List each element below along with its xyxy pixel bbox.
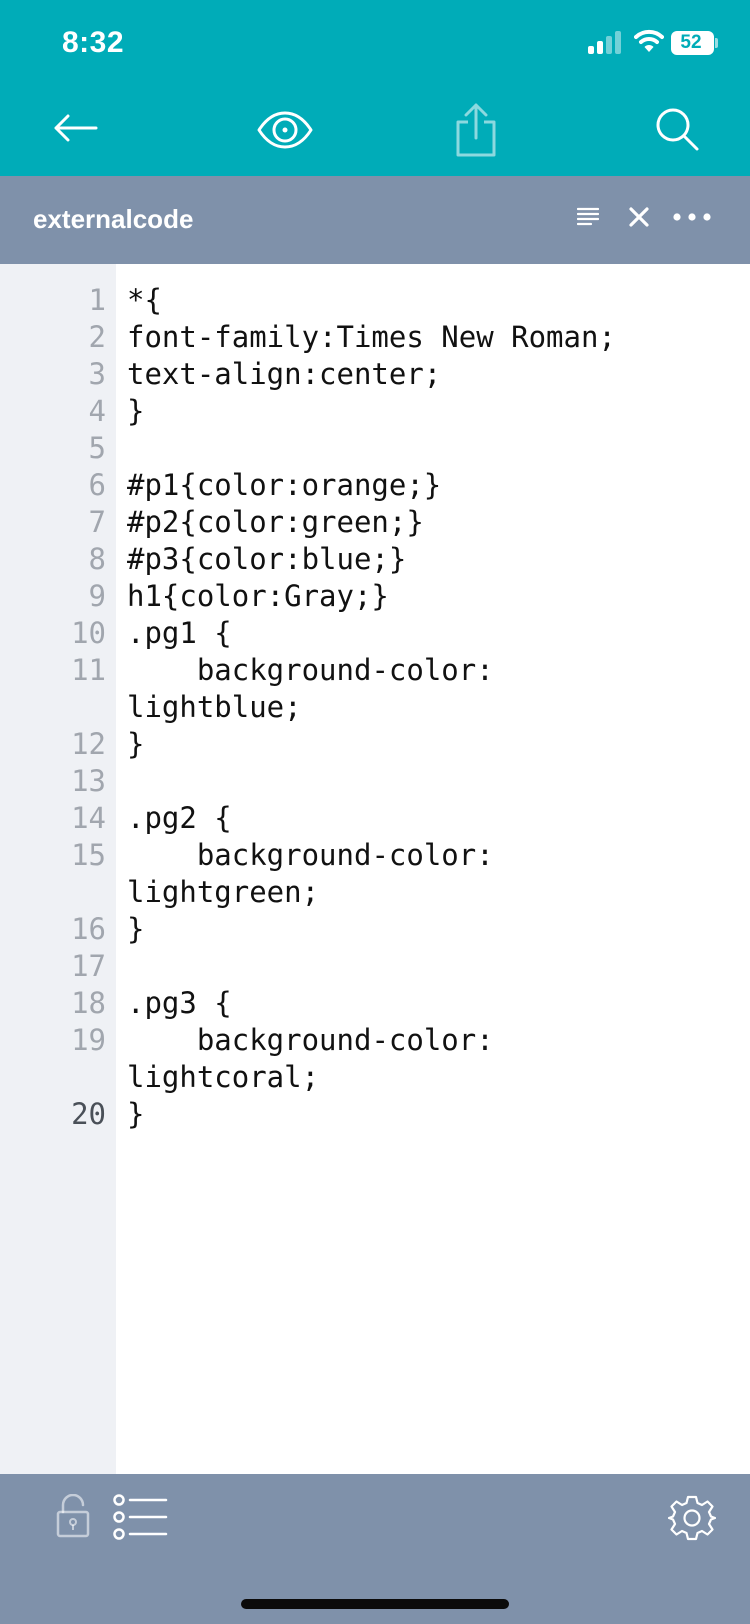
code-line[interactable]: 2 font-family:Times New Roman;	[0, 319, 750, 356]
line-text[interactable]: .pg3 {	[127, 986, 232, 1020]
list-icon[interactable]	[112, 1494, 168, 1540]
line-number: 19	[71, 1023, 106, 1057]
close-icon[interactable]	[628, 206, 650, 228]
search-icon[interactable]	[654, 106, 700, 152]
code-line[interactable]: 8 #p3{color:blue;}	[0, 541, 750, 578]
line-number: 11	[71, 653, 106, 687]
line-number: 3	[88, 357, 106, 391]
code-line[interactable]: 4}	[0, 393, 750, 430]
line-number: 14	[71, 801, 106, 835]
battery-nub	[715, 38, 718, 48]
share-icon[interactable]	[454, 102, 498, 158]
line-number: 20	[71, 1097, 106, 1131]
line-text[interactable]: background-color: lightblue;	[127, 653, 494, 724]
code-line[interactable]: 18 .pg3 {	[0, 985, 750, 1022]
line-text[interactable]: h1{color:Gray;}	[127, 579, 389, 613]
code-line[interactable]: 13	[0, 763, 750, 800]
line-text[interactable]: #p3{color:blue;}	[127, 542, 407, 576]
line-text[interactable]: }	[127, 1097, 145, 1131]
code-line[interactable]: 9 h1{color:Gray;}	[0, 578, 750, 615]
line-text[interactable]: #p2{color:green;}	[127, 505, 424, 539]
line-number: 16	[71, 912, 106, 946]
home-indicator	[241, 1599, 509, 1609]
code-line[interactable]: 10 .pg1 {	[0, 615, 750, 652]
line-text[interactable]	[127, 763, 727, 800]
code-lines[interactable]: 1 *{ 2 font-family:Times New Roman; 3 text-al…	[0, 282, 750, 1133]
code-line[interactable]: 3 text-align:center;	[0, 356, 750, 393]
code-editor[interactable]: 1 *{ 2 font-family:Times New Roman; 3 text-al…	[0, 264, 750, 1474]
line-number: 18	[71, 986, 106, 1020]
code-line[interactable]: 6 #p1{color:orange;}	[0, 467, 750, 504]
line-number: 10	[71, 616, 106, 650]
code-line[interactable]: 20}	[0, 1096, 750, 1133]
unlock-icon[interactable]	[56, 1494, 90, 1538]
wifi-icon	[634, 29, 664, 52]
battery-icon: 52	[671, 31, 714, 55]
top-toolbar: 8:32 52	[0, 0, 750, 176]
line-number: 12	[71, 727, 106, 761]
line-number: 6	[88, 468, 106, 502]
line-text[interactable]: background-color: lightgreen;	[127, 838, 494, 909]
status-time: 8:32	[62, 26, 125, 59]
gear-icon[interactable]	[668, 1494, 716, 1542]
line-text[interactable]: .pg2 {	[127, 801, 232, 835]
code-line[interactable]: 1 *{	[0, 282, 750, 319]
line-number: 1	[88, 283, 106, 317]
code-line[interactable]: 15 background-color: lightgreen;	[0, 837, 750, 911]
more-icon[interactable]	[672, 212, 712, 222]
line-number: 5	[88, 431, 106, 465]
battery-level: 52	[680, 32, 702, 53]
eye-icon[interactable]	[256, 110, 314, 150]
code-line[interactable]: 14 .pg2 {	[0, 800, 750, 837]
line-text[interactable]: font-family:Times New Roman;	[127, 320, 616, 354]
line-number-gutter	[0, 264, 116, 1474]
line-text[interactable]: background-color: lightcoral;	[127, 1023, 494, 1094]
line-number: 17	[71, 949, 106, 983]
code-line[interactable]: 11 background-color: lightblue;	[0, 652, 750, 726]
line-text[interactable]	[127, 948, 727, 985]
line-number: 9	[88, 579, 106, 613]
signal-icon	[588, 30, 624, 54]
line-number: 8	[88, 542, 106, 576]
line-text[interactable]: }	[127, 912, 145, 946]
line-text[interactable]: }	[127, 727, 145, 761]
arrow-left-icon[interactable]	[52, 110, 100, 146]
line-text[interactable]	[127, 430, 727, 467]
line-text[interactable]: *{	[127, 283, 162, 317]
format-lines-icon[interactable]	[577, 206, 599, 228]
line-number: 4	[88, 394, 106, 428]
line-text[interactable]: #p1{color:orange;}	[127, 468, 442, 502]
line-number: 13	[71, 764, 106, 798]
line-number: 2	[88, 320, 106, 354]
line-number: 15	[71, 838, 106, 872]
code-line[interactable]: 16}	[0, 911, 750, 948]
line-number: 7	[88, 505, 106, 539]
code-line[interactable]: 17	[0, 948, 750, 985]
file-header: externalcode	[0, 176, 750, 264]
line-text[interactable]: text-align:center;	[127, 357, 442, 391]
file-name: externalcode	[33, 204, 194, 234]
code-line[interactable]: 5	[0, 430, 750, 467]
line-text[interactable]: }	[127, 394, 145, 428]
line-text[interactable]: .pg1 {	[127, 616, 232, 650]
code-line[interactable]: 19 background-color: lightcoral;	[0, 1022, 750, 1096]
code-line[interactable]: 12}	[0, 726, 750, 763]
code-line[interactable]: 7 #p2{color:green;}	[0, 504, 750, 541]
